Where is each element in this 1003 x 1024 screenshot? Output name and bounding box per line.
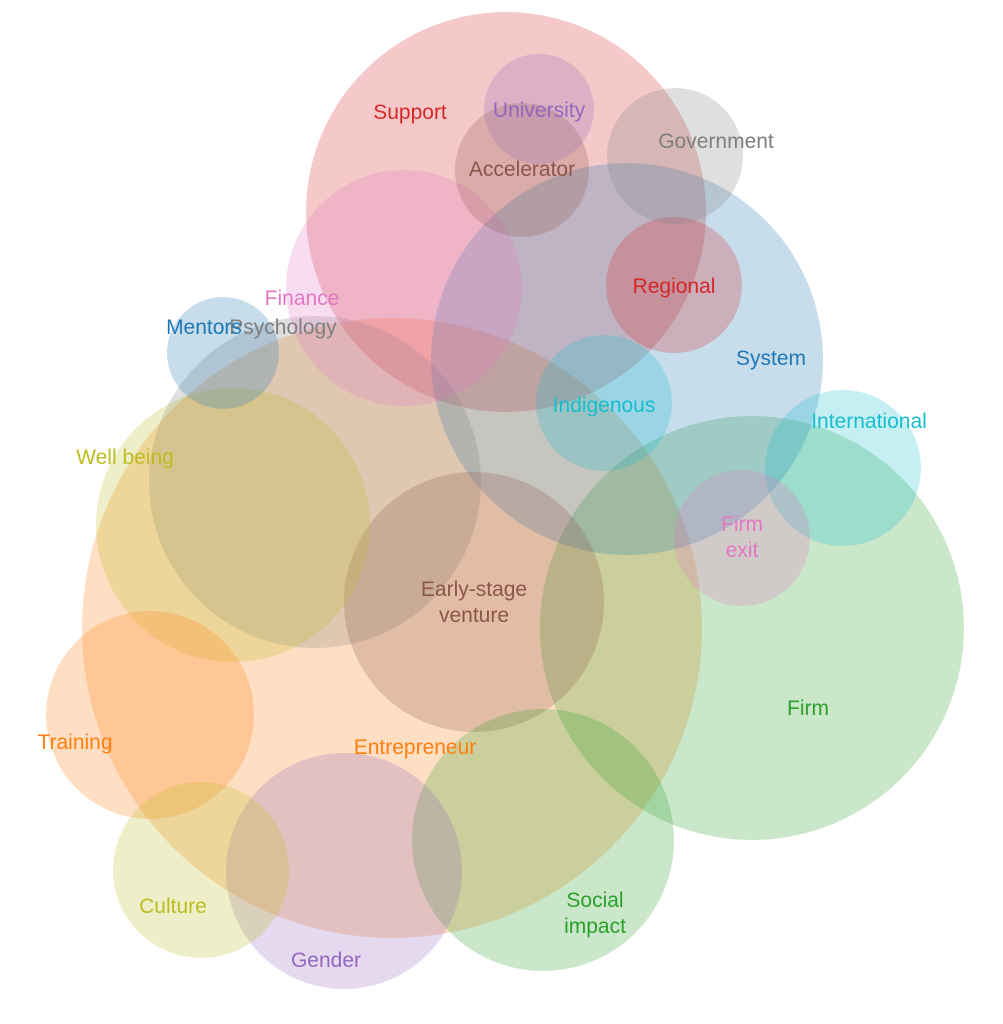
set-label-gender: Gender [291, 949, 361, 972]
set-circle-mentors [167, 297, 279, 409]
labels-layer: EntrepreneurFirmSupportSystemPsychologyF… [37, 99, 926, 972]
set-circle-social-impact [412, 709, 674, 971]
set-label-mentors: Mentors [166, 316, 242, 339]
set-label-early-stage-venture: Early-stage venture [421, 578, 527, 627]
set-circle-culture [113, 782, 289, 958]
set-circle-support [306, 12, 706, 412]
set-label-psychology: Psychology [229, 316, 337, 339]
set-label-line: exit [726, 539, 759, 562]
set-circle-international [765, 390, 921, 546]
set-circle-gender [226, 753, 462, 989]
set-label-firm: Firm [787, 697, 829, 720]
set-label-line: Training [37, 731, 112, 754]
set-circle-indigenous [536, 335, 672, 471]
set-label-line: venture [439, 604, 509, 627]
set-label-line: impact [564, 915, 626, 938]
set-label-line: Entrepreneur [354, 736, 477, 759]
set-label-accelerator: Accelerator [469, 158, 575, 181]
set-circle-government [607, 88, 743, 224]
set-label-international: International [811, 410, 927, 433]
set-label-line: Finance [265, 287, 340, 310]
set-label-line: University [493, 99, 586, 122]
set-label-line: International [811, 410, 927, 433]
set-label-system: System [736, 347, 806, 370]
set-circle-firm-exit [674, 470, 810, 606]
set-label-line: Accelerator [469, 158, 575, 181]
set-label-firm-exit: Firm exit [721, 513, 763, 562]
set-label-line: Culture [139, 895, 207, 918]
set-label-culture: Culture [139, 895, 207, 918]
set-label-line: Support [373, 101, 447, 124]
set-circle-regional [606, 217, 742, 353]
circles-layer [46, 12, 964, 989]
set-label-line: Mentors [166, 316, 242, 339]
set-label-training: Training [37, 731, 112, 754]
set-label-finance: Finance [265, 287, 340, 310]
set-label-line: Well being [76, 446, 174, 469]
set-label-entrepreneur: Entrepreneur [354, 736, 477, 759]
set-label-social-impact: Social impact [564, 889, 626, 938]
set-label-government: Government [658, 130, 774, 153]
set-label-line: Gender [291, 949, 361, 972]
set-circle-early-stage-venture [344, 472, 604, 732]
set-circle-training [46, 611, 254, 819]
set-label-line: Psychology [229, 316, 337, 339]
set-label-university: University [493, 99, 586, 122]
set-label-line: Indigenous [553, 394, 656, 417]
set-label-line: Firm [721, 513, 763, 536]
set-label-line: System [736, 347, 806, 370]
set-label-indigenous: Indigenous [553, 394, 656, 417]
set-circle-well-being [96, 388, 370, 662]
set-circle-university [484, 54, 594, 164]
set-circle-psychology [149, 316, 481, 648]
set-circle-system [431, 163, 823, 555]
set-label-line: Regional [633, 275, 716, 298]
set-label-line: Government [658, 130, 774, 153]
set-circle-accelerator [455, 103, 589, 237]
set-label-line: Social [566, 889, 623, 912]
set-circle-finance [286, 170, 522, 406]
set-circle-firm [540, 416, 964, 840]
set-label-well-being: Well being [76, 446, 174, 469]
set-circle-entrepreneur [82, 318, 702, 938]
set-label-line: Early-stage [421, 578, 527, 601]
set-label-support: Support [373, 101, 447, 124]
set-label-regional: Regional [633, 275, 716, 298]
set-label-line: Firm [787, 697, 829, 720]
